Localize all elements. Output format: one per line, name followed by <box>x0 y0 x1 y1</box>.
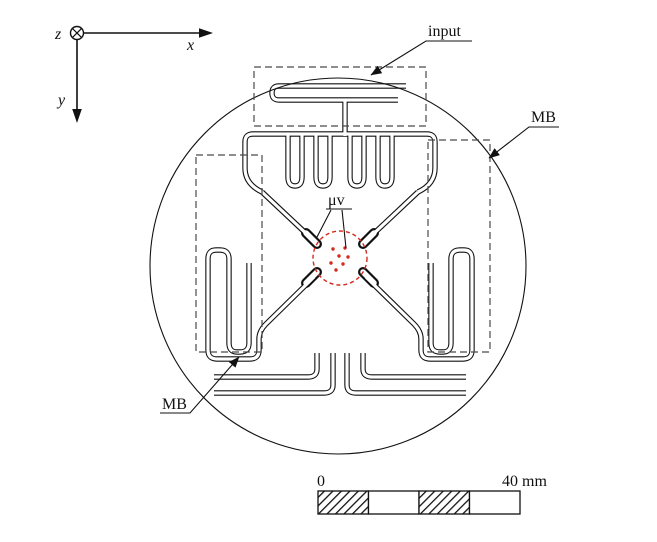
vortex-dot <box>331 247 335 251</box>
z-axis-cross-icon <box>71 27 83 39</box>
region-boxes <box>195 66 491 353</box>
mb-left-label: MB <box>162 396 187 413</box>
mb-right-region-box <box>427 139 491 353</box>
vortex-dot <box>341 262 345 266</box>
scale-bar: 0 40 mm <box>317 473 547 515</box>
mb-right-leader-line <box>488 126 559 159</box>
splitter-bar-channel <box>243 132 437 194</box>
input-meander-wall <box>272 86 406 100</box>
mb-right-label: MB <box>531 109 556 126</box>
scale-segment-plain <box>468 490 521 515</box>
meander-stub-wall <box>378 134 392 186</box>
lower-right-serpentine-wall <box>366 250 472 359</box>
scale-max-label: 40 mm <box>502 473 547 490</box>
scale-segment-plain <box>367 490 420 515</box>
micro-vortex-label: μv <box>328 192 345 209</box>
x-axis-arrowhead-icon <box>199 28 213 38</box>
z-axis-label: z <box>54 26 62 43</box>
horn-lower-right-channel <box>363 272 374 283</box>
vortex-dot <box>337 254 341 258</box>
mb-left-leader-line <box>160 356 240 414</box>
y-axis-label: y <box>56 92 66 109</box>
input-region-box <box>253 66 427 127</box>
mb-left-region-box <box>195 154 263 353</box>
annotations: input MB MB μv <box>160 23 559 414</box>
meander-stub-wall <box>316 134 330 186</box>
meander-stub-wall <box>350 134 364 186</box>
scale-zero-label: 0 <box>317 473 325 490</box>
y-axis-arrowhead-icon <box>72 109 82 123</box>
input-leader-line <box>370 40 472 76</box>
scale-segment-hatched <box>418 490 471 515</box>
lower-left-serpentine-wall <box>208 250 314 359</box>
x-axis-label: x <box>186 37 194 54</box>
horn-upper-right-channel <box>363 233 374 244</box>
input-label: input <box>428 23 461 40</box>
micro-vortex-leader-1 <box>316 209 332 238</box>
vortex-dots <box>329 246 350 272</box>
meander-stub-wall <box>288 134 302 186</box>
micro-vortex-leader-2 <box>341 209 347 249</box>
vortex-dot <box>346 255 350 259</box>
horn-upper-left-channel <box>306 233 317 244</box>
vortex-dot <box>329 261 333 265</box>
micro-vortex-region <box>312 230 368 286</box>
splitter-bar-wall <box>245 134 435 192</box>
sample-boundary-circle <box>149 77 527 455</box>
vortex-dot <box>334 268 338 272</box>
horn-lower-left-channel <box>306 272 317 283</box>
axes-indicator: z x y <box>54 25 213 123</box>
vortex-dashed-circle <box>312 230 368 286</box>
scale-segment-hatched <box>317 490 370 515</box>
